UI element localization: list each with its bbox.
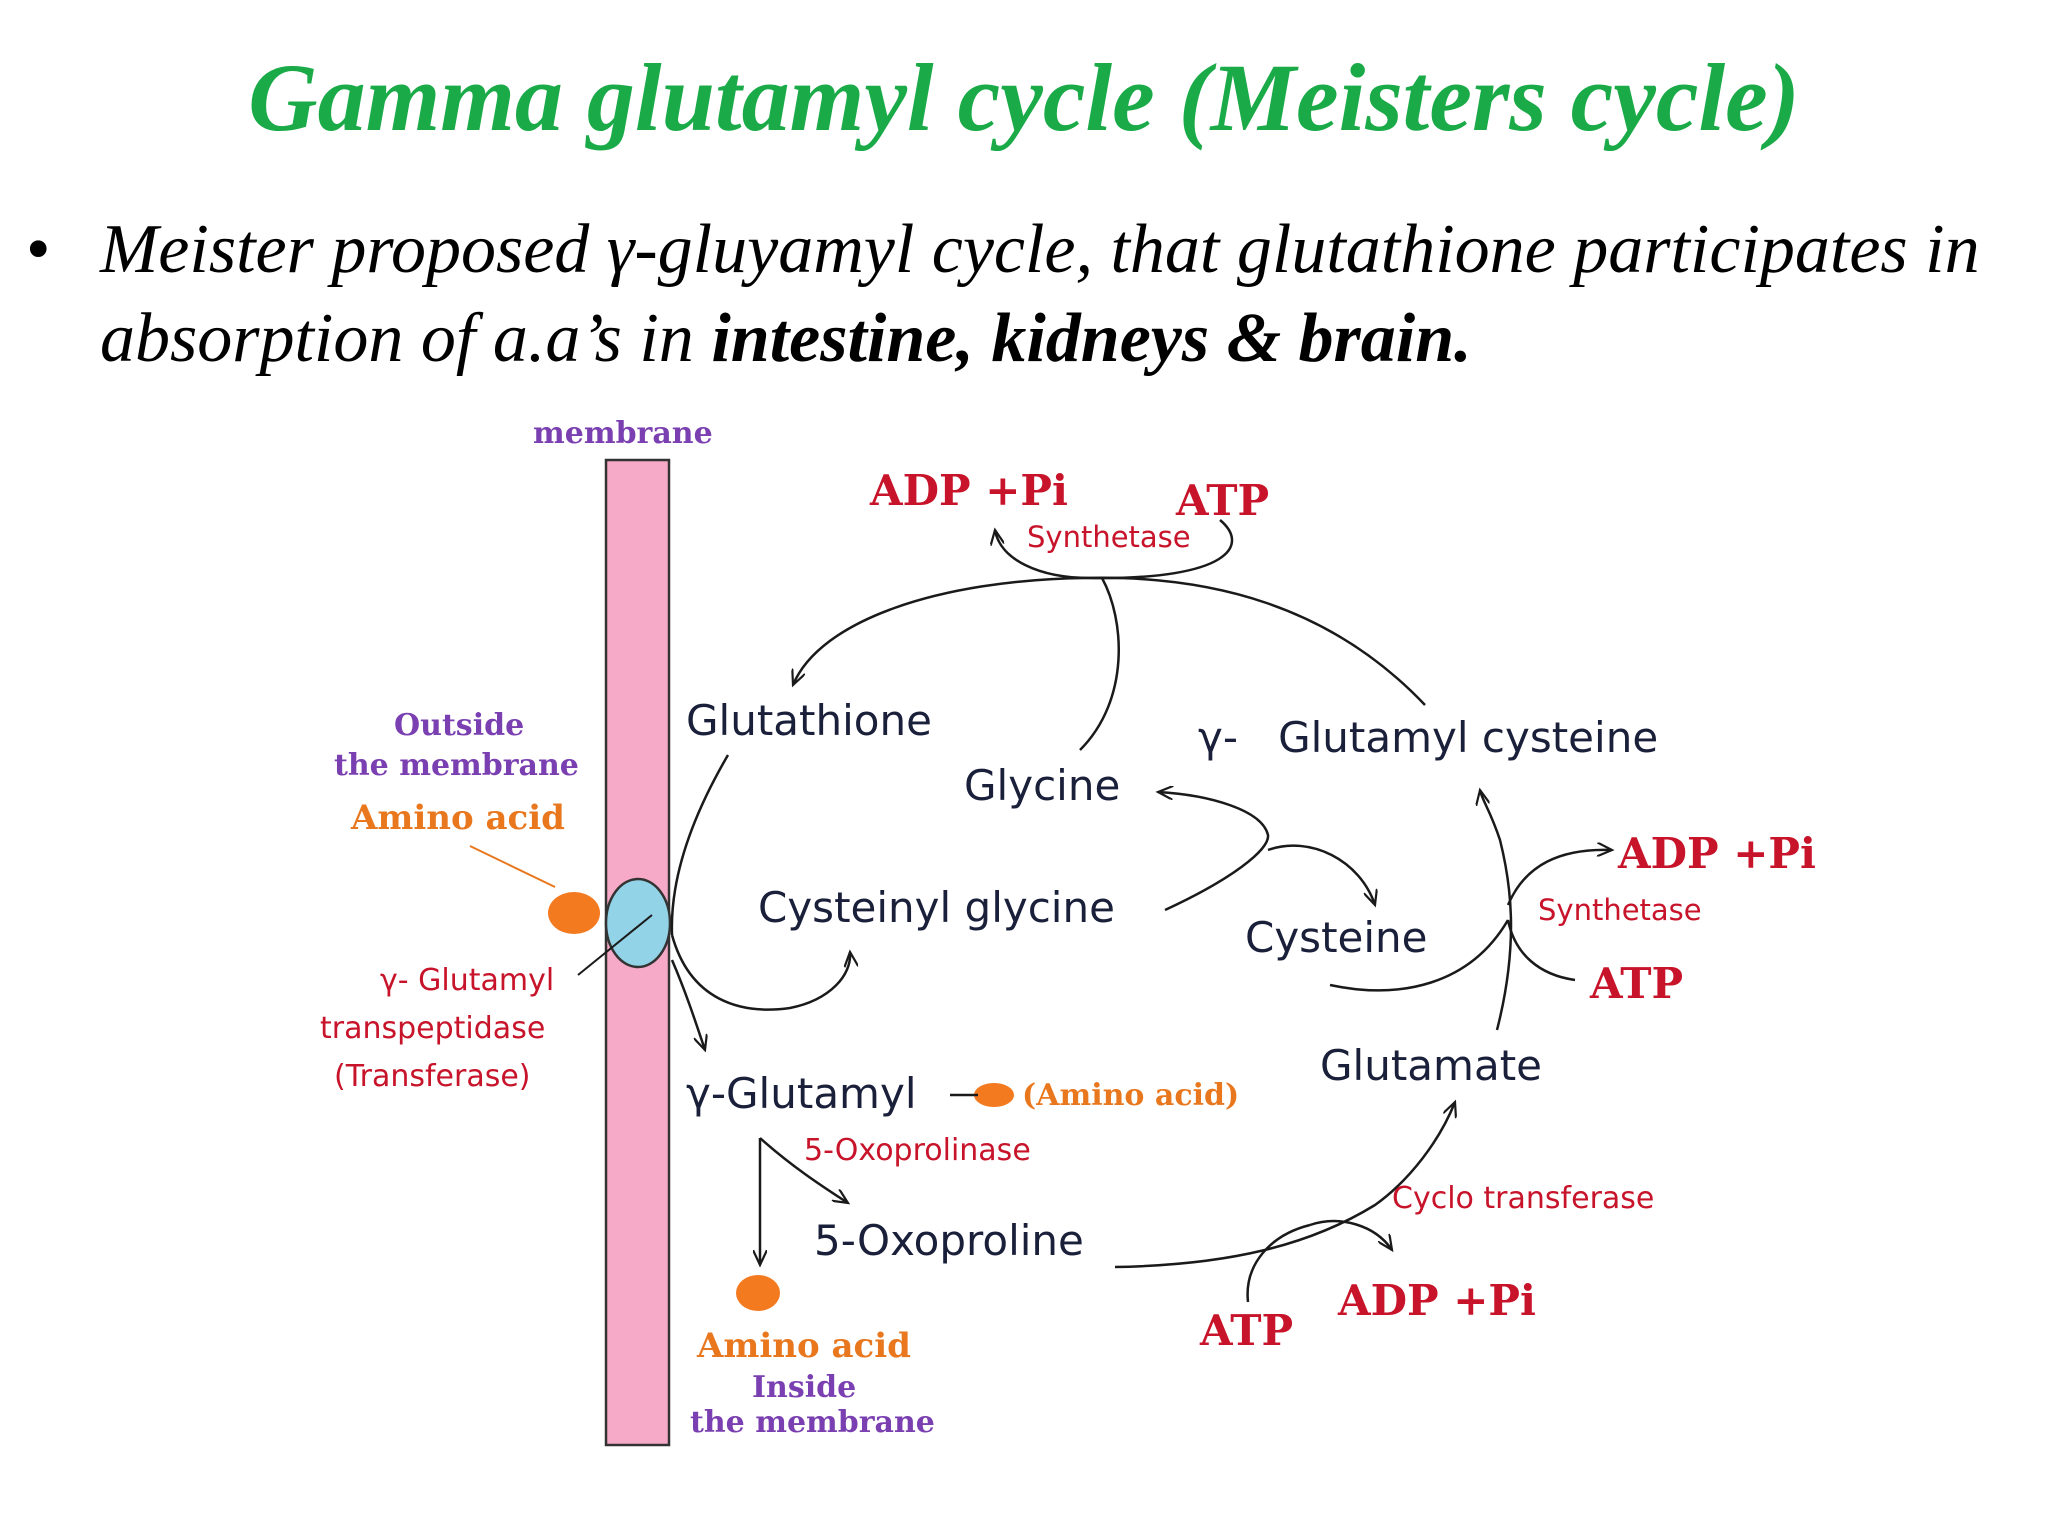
oxoproline-label: 5-Oxoproline <box>814 1216 1084 1265</box>
bullet-marker: • <box>26 211 51 288</box>
oxoprolinase-label: 5-Oxoprolinase <box>804 1133 1031 1168</box>
cysteine-label: Cysteine <box>1245 913 1428 962</box>
transpeptidase-label-3: (Transferase) <box>334 1059 531 1094</box>
arrow-synthetase-right-adp <box>1506 850 1612 906</box>
glutathione-label: Glutathione <box>686 696 932 745</box>
page-title: Gamma glutamyl cycle (Meisters cycle) <box>248 44 1800 151</box>
amino-acid-outside-label: Amino acid <box>350 798 565 838</box>
arrow-glutathione-to-transporter <box>670 754 730 936</box>
bullet-text-bold: intestine, kidneys & brain. <box>711 300 1472 377</box>
glutamate-label: Glutamate <box>1320 1041 1542 1090</box>
cysteinylglycine-label: Cysteinyl glycine <box>758 883 1115 932</box>
synthetase-right-label: Synthetase <box>1538 893 1702 927</box>
arrow-oxoproline-to-glutamate <box>1114 1102 1455 1269</box>
bullet-text-plain: Meister proposed γ-gluyamyl cycle, that … <box>100 211 1980 377</box>
arrow-to-cysteinylglycine <box>670 934 850 1011</box>
atp-right-label: ATP <box>1589 959 1683 1008</box>
amino-acid-pointer-line <box>469 845 556 888</box>
transpeptidase-pointer-line <box>577 914 653 976</box>
amino-acid-bound-label: (Amino acid) <box>1022 1078 1239 1113</box>
inside-label-2: the membrane <box>690 1405 935 1440</box>
adp-pi-top-label: ADP +Pi <box>869 466 1068 515</box>
atp-bottom-label: ATP <box>1199 1306 1293 1355</box>
inside-label-1: Inside <box>752 1370 856 1405</box>
arrow-to-oxoproline <box>759 1137 848 1203</box>
outside-label-1: Outside <box>394 708 524 743</box>
arrow-to-gamma-glutamyl <box>670 959 705 1050</box>
arrow-synthetase-top <box>995 519 1234 580</box>
membrane-label: membrane <box>533 416 713 451</box>
amino-acid-outside-dot <box>548 892 600 934</box>
amino-acid-inside-label: Amino acid <box>696 1326 911 1366</box>
arrow-atp-bottom-in <box>1246 1223 1311 1303</box>
arrow-cyclo-adp <box>1309 1220 1392 1250</box>
glycine-label: Glycine <box>964 761 1120 810</box>
arrow-glutamate-to-glutamylcysteine <box>1480 790 1513 1031</box>
arrow-atp-right-in <box>1506 919 1576 982</box>
atp-top-label: ATP <box>1175 476 1269 525</box>
bullet-text: Meister proposed γ-gluyamyl cycle, that … <box>100 205 2040 383</box>
arrow-glycine-join <box>1079 577 1120 751</box>
transporter-protein <box>604 877 672 969</box>
outside-label-2: the membrane <box>334 748 579 783</box>
arrow-to-cysteine <box>1267 844 1375 905</box>
transpeptidase-label-1: γ- Glutamyl <box>380 963 554 998</box>
arrow-cysteine-to-synthetase <box>1329 919 1510 992</box>
adp-pi-right-label: ADP +Pi <box>1617 829 1816 878</box>
synthetase-top-label: Synthetase <box>1027 520 1191 554</box>
amino-acid-inside-dot <box>736 1275 780 1311</box>
cyclo-transferase-label: Cyclo transferase <box>1392 1181 1654 1216</box>
adp-pi-bottom-label: ADP +Pi <box>1337 1276 1536 1325</box>
gamma-glutamylcysteine-label: γ- Glutamyl cysteine <box>1198 713 1658 762</box>
transpeptidase-label-2: transpeptidase <box>320 1011 545 1046</box>
gamma-glutamyl-label: γ-Glutamyl <box>686 1069 917 1118</box>
arrow-cysteinylglycine-split <box>1158 792 1270 912</box>
amino-acid-bound-dot <box>974 1083 1014 1107</box>
